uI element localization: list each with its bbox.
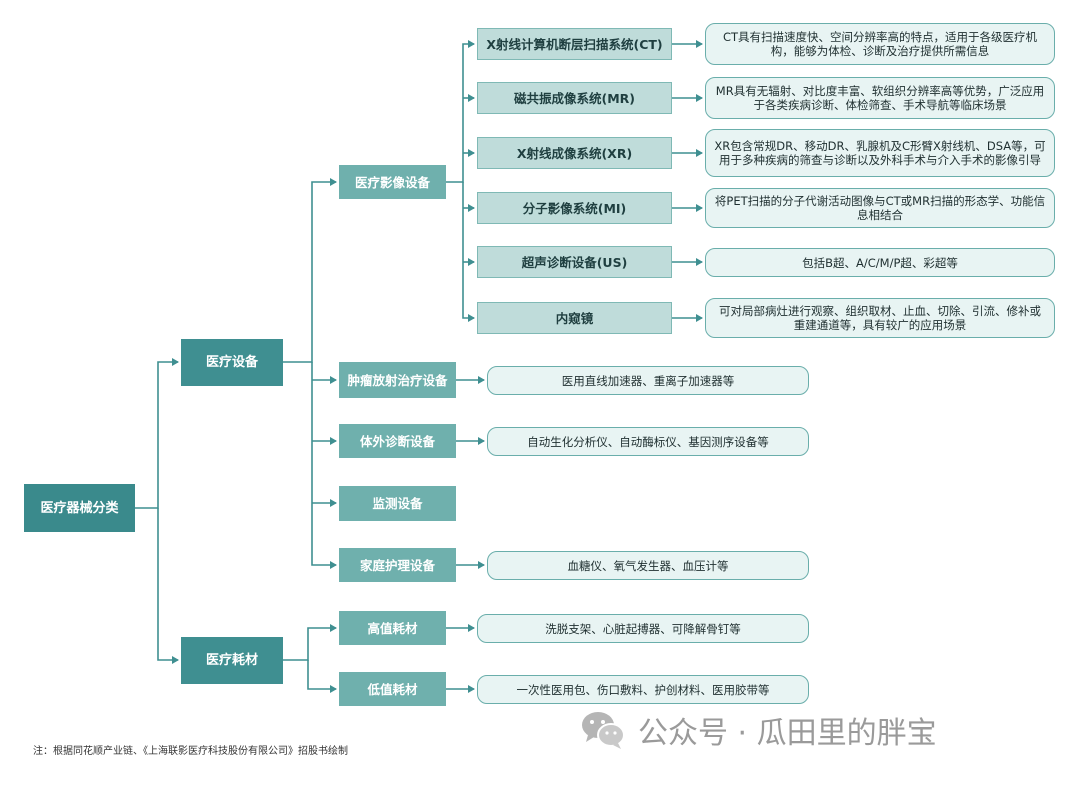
desc-ivd: 自动生化分析仪、自动酶标仪、基因测序设备等 [487,427,809,456]
desc-ct: CT具有扫描速度快、空间分辨率高的特点，适用于各级医疗机构，能够为体检、诊断及治… [705,23,1055,65]
node-mr-system: 磁共振成像系统(MR) [477,82,672,114]
node-medical-equipment: 医疗设备 [181,339,283,386]
desc-low-value: 一次性医用包、伤口敷料、护创材料、医用胶带等 [477,675,809,704]
node-high-value-consumables: 高值耗材 [339,611,446,645]
watermark: 公众号 · 瓜田里的胖宝 [580,708,937,752]
node-monitoring-equipment: 监测设备 [339,486,456,521]
node-us-system: 超声诊断设备(US) [477,246,672,278]
desc-xr: XR包含常规DR、移动DR、乳腺机及C形臂X射线机、DSA等，可用于多种疾病的筛… [705,129,1055,177]
desc-mi: 将PET扫描的分子代谢活动图像与CT或MR扫描的形态学、功能信息相结合 [705,188,1055,228]
node-ct-system: X射线计算机断层扫描系统(CT) [477,28,672,60]
node-mi-system: 分子影像系统(MI) [477,192,672,224]
node-radiotherapy-equipment: 肿瘤放射治疗设备 [339,362,456,398]
desc-mr: MR具有无辐射、对比度丰富、软组织分辨率高等优势，广泛应用于各类疾病诊断、体检筛… [705,77,1055,119]
node-xr-system: X射线成像系统(XR) [477,137,672,169]
desc-endoscope: 可对局部病灶进行观察、组织取材、止血、切除、引流、修补或重建通道等，具有较广的应… [705,298,1055,338]
desc-homecare: 血糖仪、氧气发生器、血压计等 [487,551,809,580]
root-node: 医疗器械分类 [24,484,135,532]
wechat-icon [582,712,625,749]
desc-us: 包括B超、A/C/M/P超、彩超等 [705,248,1055,277]
watermark-text: 公众号 · 瓜田里的胖宝 [638,716,937,751]
desc-radiotherapy: 医用直线加速器、重离子加速器等 [487,366,809,395]
node-low-value-consumables: 低值耗材 [339,672,446,706]
node-medical-consumables: 医疗耗材 [181,637,283,684]
source-note: 注：根据同花顺产业链、《上海联影医疗科技股份有限公司》招股书绘制 [33,746,348,757]
desc-high-value: 洗脱支架、心脏起搏器、可降解骨钉等 [477,614,809,643]
node-imaging-equipment: 医疗影像设备 [339,165,446,199]
node-homecare-equipment: 家庭护理设备 [339,548,456,582]
node-ivd-equipment: 体外诊断设备 [339,424,456,458]
node-endoscope: 内窥镜 [477,302,672,334]
